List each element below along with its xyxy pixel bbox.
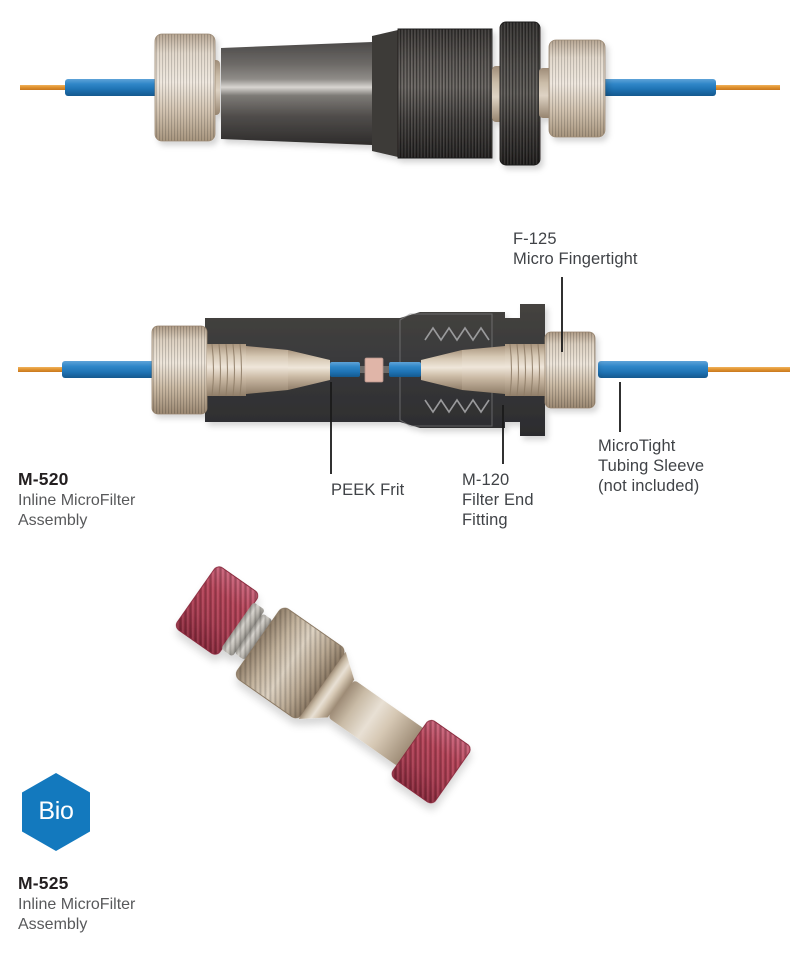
thread-zigzag-lines (424, 326, 490, 414)
microfilter-cutaway-view (0, 300, 800, 440)
m525-product-photo (0, 566, 471, 930)
annotation-peek-frit: PEEK Frit (331, 481, 405, 499)
left-knurled-nut (154, 33, 220, 142)
caption-m520-code: M-520 (18, 469, 69, 489)
cutaway-tubing-blue-right (598, 361, 708, 378)
hexagon-icon (22, 773, 90, 851)
annotation-microtight-tubing-sleeve: MicroTight Tubing Sleeve (not included) (598, 437, 705, 495)
bio-hexagon-badge: Bio (20, 772, 92, 852)
tubing-blue-sleeve-left (65, 79, 170, 96)
filter-body-dark (221, 30, 398, 157)
bio-badge-label: Bio (38, 796, 74, 825)
cutaway-f125-nut (544, 331, 596, 409)
m525-shoulder (298, 651, 355, 719)
cutaway-tubing-orange-right (640, 367, 790, 372)
cutaway-inner-sleeve-right (389, 362, 421, 377)
dark-knurled-section (397, 28, 493, 159)
cutaway-left-nut (151, 325, 208, 415)
m525-bottom-cap (391, 719, 471, 804)
annotation-f125-micro-fingertight: F-125 Micro Fingertight (513, 230, 638, 268)
right-knurled-nut (548, 39, 606, 138)
cutaway-tubing-blue-left (62, 361, 167, 378)
cutaway-right-ferrule (421, 343, 545, 397)
caption-m520: M-520 Inline MicroFilter Assembly (18, 468, 135, 530)
m525-steel-collars (222, 603, 272, 660)
dark-gear-nut (499, 21, 541, 166)
caption-m525-code: M-525 (18, 873, 69, 893)
caption-m520-description: Inline MicroFilter Assembly (18, 492, 136, 529)
m525-threaded-nut (235, 607, 345, 719)
cutaway-left-ferrule (207, 343, 330, 397)
caption-m525: M-525 Inline MicroFilter Assembly (18, 872, 135, 934)
caption-m525-description: Inline MicroFilter Assembly (18, 896, 136, 933)
cutaway-inner-sleeve-left (330, 362, 360, 377)
peek-frit-element (364, 357, 384, 383)
assembled-microfilter-external-view (0, 0, 800, 200)
m525-barrel (329, 681, 424, 766)
tubing-blue-sleeve-right (598, 79, 716, 96)
annotation-m120-filter-end-fitting: M-120 Filter End Fitting (462, 471, 534, 529)
